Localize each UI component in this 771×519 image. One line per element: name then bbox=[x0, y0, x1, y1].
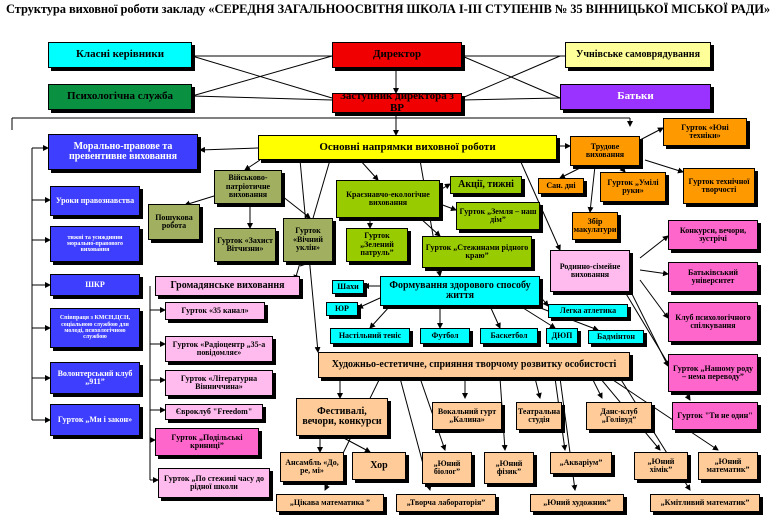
fun-math-box: „Цікава математика ” bbox=[276, 494, 384, 512]
parents-university-box: Батьківський університет bbox=[668, 262, 758, 292]
contests-box: Конкурси, вечори, зустрічі bbox=[668, 220, 758, 250]
law-lessons-box: Уроки правознавства bbox=[50, 186, 140, 216]
civic-item-literature: Гурток «Літературна Вінниччина» bbox=[165, 370, 273, 396]
yur-box: ЮР bbox=[326, 302, 358, 316]
not-alone-box: Гурток "Ти не один" bbox=[672, 402, 758, 430]
military-patriotic-box: Військово-патріотичне виховання bbox=[214, 170, 282, 204]
civic-item-wells: Гурток „Подільські криниці” bbox=[155, 428, 259, 456]
festivals-box: Фестивалі, вечори, конкурси bbox=[296, 398, 388, 436]
green-patrol-box: Гурток „Зелений патруль” bbox=[346, 228, 408, 262]
young-chemist-box: „Юний хімік” bbox=[634, 452, 688, 480]
ecology-box: Краєзнавчо-екологічне виховання bbox=[336, 180, 440, 218]
young-tech-box: Гурток «Юні техніки» bbox=[663, 118, 747, 146]
deputy-director-box: Заступник директора з ВР bbox=[332, 93, 462, 113]
young-physicist-box: „Юний фізик” bbox=[484, 452, 534, 484]
main-directions-box: Основні напрямки виховної роботи bbox=[258, 135, 557, 160]
basketball-box: Баскетбол bbox=[480, 328, 538, 344]
self-government-box: Учнівське самоврядування bbox=[565, 42, 711, 68]
civic-item-time-path: Гурток „По стежині часу до рідної школи bbox=[158, 468, 270, 498]
law-club-box: Гурток „Ми і закон» bbox=[50, 404, 140, 436]
search-work-box: Пошукова робота bbox=[148, 204, 200, 240]
psych-club-box: Клуб психологічного спілкування bbox=[668, 302, 758, 342]
choir-box: Хор bbox=[352, 452, 406, 480]
arts-box: Художньо-естетичне, сприяння творчому ро… bbox=[318, 352, 630, 378]
waste-paper-box: Збір макулатури bbox=[572, 212, 618, 240]
native-paths-box: Гурток „Стежинами рідного краю” bbox=[422, 236, 532, 268]
theatre-box: Театральна студія bbox=[516, 402, 562, 430]
shkr-box: ШКР bbox=[50, 274, 140, 296]
civic-item-radio: Гурток «Радіоцентр „35-а повідомляє» bbox=[165, 336, 273, 362]
sanitary-days-box: Сан. дні bbox=[538, 178, 584, 194]
defend-club-box: Гурток «Захист Вітчизни» bbox=[214, 228, 276, 262]
young-biologist-box: „Юний біолог” bbox=[422, 452, 472, 484]
moral-weeks-box: тижні та усиждинни морально-правового ви… bbox=[50, 226, 140, 262]
young-artist-box: „Юний художник” bbox=[530, 494, 624, 512]
aquarium-box: „Акваріум” bbox=[550, 452, 612, 474]
table-tennis-box: Настільний теніс bbox=[330, 328, 410, 344]
civic-item-channel35: Гурток «35 канал» bbox=[165, 302, 265, 320]
athletics-box: Легка атлетика bbox=[548, 304, 628, 318]
vocal-group-box: Вокальний гурт „Калина» bbox=[432, 402, 502, 430]
civic-item-euroclub: Єврoклуб "Freedom" bbox=[165, 404, 263, 420]
page-title: Структура виховної роботи закладу «СЕРЕД… bbox=[6, 2, 771, 16]
tech-creativity-box: Гурток технічної творчості bbox=[683, 168, 755, 204]
health-box: Формування здорового способу життя bbox=[380, 276, 540, 306]
creative-lab-box: „Творча лабораторія” bbox=[396, 494, 496, 512]
earth-club-box: Гурток „Земля – наш дім” bbox=[456, 202, 540, 230]
chess-box: Шахи bbox=[332, 280, 364, 294]
cooperation-box: Співпраця з КМСН,ЦСН, соціальною службою… bbox=[50, 308, 140, 348]
dyup-box: ДЮП bbox=[546, 328, 578, 344]
moral-legal-box: Морально-правове та превентивне вихованн… bbox=[48, 134, 198, 170]
young-mathematician-box: „Юний математик” bbox=[698, 452, 758, 480]
labor-box: Трудове виховання bbox=[570, 136, 640, 166]
psychology-service-box: Психологічна служба bbox=[48, 84, 192, 110]
clever-math-box: „Кмітливий математик” bbox=[650, 494, 760, 512]
parents-box: Батьки bbox=[560, 84, 711, 110]
ensemble-box: Ансамбль «До, ре, мі» bbox=[280, 452, 344, 482]
our-family-box: Гурток „Нашому роду – нема переводу” bbox=[668, 354, 758, 392]
family-box: Родинно-сімейне виховання bbox=[550, 250, 630, 292]
badminton-box: Бадмінтон bbox=[588, 330, 644, 344]
football-box: Футбол bbox=[420, 328, 470, 344]
civic-box: Громадянське виховання bbox=[155, 276, 300, 296]
class-leaders-box: Класні керівники bbox=[48, 42, 192, 68]
director-box: Директор bbox=[332, 42, 462, 68]
dance-club-box: Данс-клуб „Голівуд” bbox=[586, 402, 652, 430]
eternal-club-box: Гурток «Вічний уклін» bbox=[283, 218, 333, 262]
skillful-hands-box: Гурток „Умілі руки» bbox=[600, 172, 666, 202]
actions-box: Акції, тижні bbox=[450, 176, 522, 194]
volunteer-club-box: Волонтерський клуб „911” bbox=[50, 362, 140, 394]
